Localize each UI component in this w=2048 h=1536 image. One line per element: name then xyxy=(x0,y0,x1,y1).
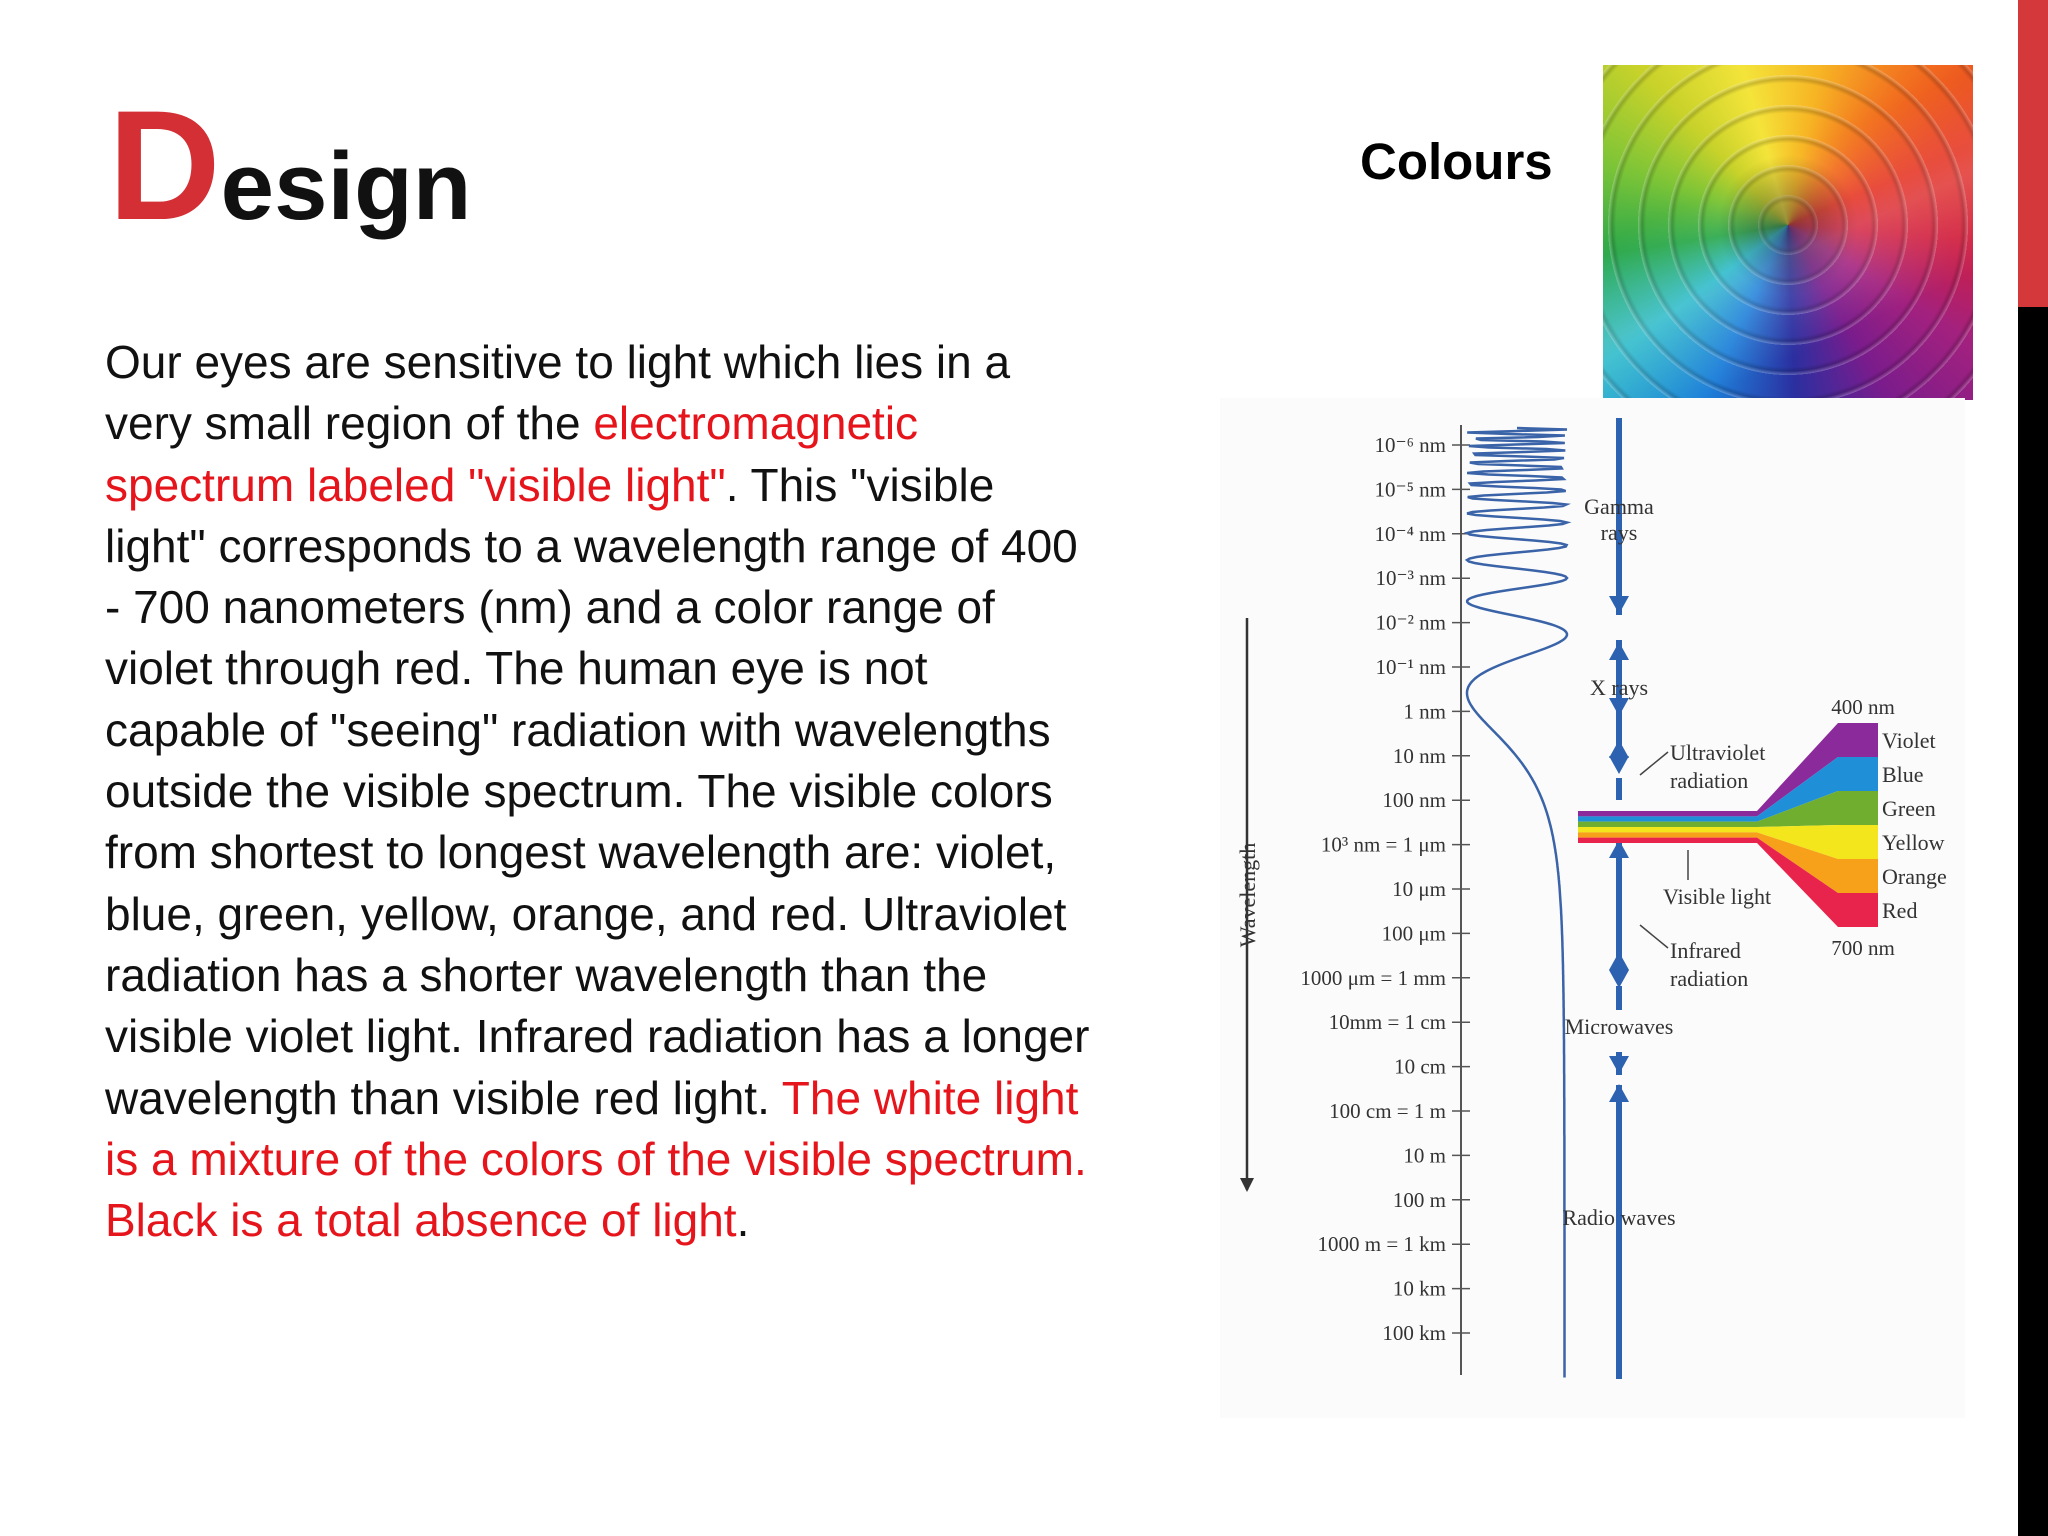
scale-tick-label: 100 km xyxy=(1382,1321,1446,1345)
band-arrow-head-up xyxy=(1609,952,1629,970)
body-paragraph: Our eyes are sensitive to light which li… xyxy=(105,332,1095,1251)
slide-title: Design xyxy=(108,88,471,244)
visible-color-label: Violet xyxy=(1882,728,1936,753)
scale-tick-label: 10mm = 1 cm xyxy=(1329,1010,1446,1034)
scale-tick-label: 10⁻¹ nm xyxy=(1376,655,1446,679)
band-label-uv: Ultraviolet xyxy=(1670,740,1765,765)
visible-band-blue xyxy=(1578,757,1878,822)
paragraph-run: . xyxy=(736,1194,750,1247)
band-arrow-head-down xyxy=(1609,1056,1629,1074)
scale-tick-label: 1 nm xyxy=(1403,699,1446,723)
title-initial: D xyxy=(108,79,221,253)
scale-tick-label: 10³ nm = 1 μm xyxy=(1321,833,1446,857)
visible-color-label: Red xyxy=(1882,898,1917,923)
visible-color-label: Yellow xyxy=(1882,830,1945,855)
band-arrow-head-up xyxy=(1609,840,1629,858)
visible-band-violet xyxy=(1578,723,1878,817)
band-arrow-head-down xyxy=(1609,756,1629,774)
colour-swirl-image xyxy=(1603,65,1973,400)
visible-band-green xyxy=(1578,791,1878,827)
scale-tick-label: 10⁻³ nm xyxy=(1376,566,1446,590)
band-arrow-head-up xyxy=(1609,642,1629,660)
slide-edge-accent xyxy=(2018,0,2048,307)
visible-color-label: Blue xyxy=(1882,762,1924,787)
band-label-radio: Radio waves xyxy=(1562,1205,1675,1230)
band-label-xrays: X rays xyxy=(1590,675,1648,700)
visible-range-start: 400 nm xyxy=(1831,695,1895,719)
band-arrow-head-down xyxy=(1609,698,1629,716)
scale-tick-label: 10 μm xyxy=(1392,877,1446,901)
paragraph-run: . This "visible light" corresponds to a … xyxy=(105,458,1090,1124)
visible-color-label: Orange xyxy=(1882,864,1947,889)
band-arrow-head-up xyxy=(1609,740,1629,758)
scale-tick-label: 10⁻² nm xyxy=(1376,611,1446,635)
band-label-microwaves: Microwaves xyxy=(1565,1014,1674,1039)
visible-color-label: Green xyxy=(1882,796,1936,821)
swirl-sheen xyxy=(1603,65,1973,400)
ir-leader-line xyxy=(1639,924,1669,949)
band-label-infrared: Infrared xyxy=(1670,938,1741,963)
title-rest: esign xyxy=(220,133,472,240)
wavelength-arrow-head xyxy=(1240,1178,1254,1192)
band-arrows xyxy=(1609,418,1629,1379)
swirl-disc xyxy=(1603,65,1973,400)
paragraph-highlight: electromagnetic spectrum labeled "visibl… xyxy=(105,397,919,511)
band-arrow-head-up xyxy=(1609,1084,1629,1102)
scale-tick-label: 10 m xyxy=(1403,1143,1446,1167)
band-label-gamma: Gamma xyxy=(1584,494,1654,519)
band-arrow-head-down xyxy=(1609,970,1629,988)
scale-tick-label: 10⁻⁴ nm xyxy=(1375,522,1447,546)
scale-tick-label: 100 nm xyxy=(1382,788,1446,812)
scale-tick-label: 100 m xyxy=(1393,1188,1446,1212)
band-label-infrared-radiation: radiation xyxy=(1670,966,1748,991)
scale-tick-label: 10 nm xyxy=(1393,744,1446,768)
band-label-gamma-rays: rays xyxy=(1601,520,1638,545)
scale-tick-label: 10⁻⁶ nm xyxy=(1375,433,1447,457)
visible-band-orange xyxy=(1578,832,1878,893)
paragraph-highlight: The white light is a mixture of the colo… xyxy=(105,1071,1087,1247)
wavelength-axis-label: Wavelength xyxy=(1235,843,1260,948)
visible-range-end: 700 nm xyxy=(1831,936,1895,960)
uv-leader-line xyxy=(1639,751,1669,776)
scale-tick-label: 100 μm xyxy=(1382,921,1446,945)
colours-label: Colours xyxy=(1360,133,1553,190)
scale-tick-label: 10 km xyxy=(1393,1277,1446,1301)
visible-band-yellow xyxy=(1578,825,1878,859)
scale-ticks: 10⁻⁶ nm 10⁻⁵ nm 10⁻⁴ nm 10⁻³ nm 10⁻² nm 10⁻¹ … xyxy=(1300,433,1470,1345)
paragraph-run: Our eyes are sensitive to light which li… xyxy=(105,336,1011,450)
scale-tick-label: 10⁻⁵ nm xyxy=(1375,477,1447,501)
visible-band-red xyxy=(1578,837,1878,927)
scale-tick-label: 1000 μm = 1 mm xyxy=(1300,966,1446,990)
visible-spectrum-fan xyxy=(1578,723,1878,927)
scale-tick-label: 1000 m = 1 km xyxy=(1317,1232,1446,1256)
scale-tick-label: 100 cm = 1 m xyxy=(1329,1099,1446,1123)
band-arrow-head-down xyxy=(1609,596,1629,614)
band-label-uv-radiation: radiation xyxy=(1670,768,1748,793)
wave-curve xyxy=(1463,426,1572,1378)
band-label-visible: Visible light xyxy=(1663,884,1771,909)
scale-tick-label: 10 cm xyxy=(1394,1055,1446,1079)
